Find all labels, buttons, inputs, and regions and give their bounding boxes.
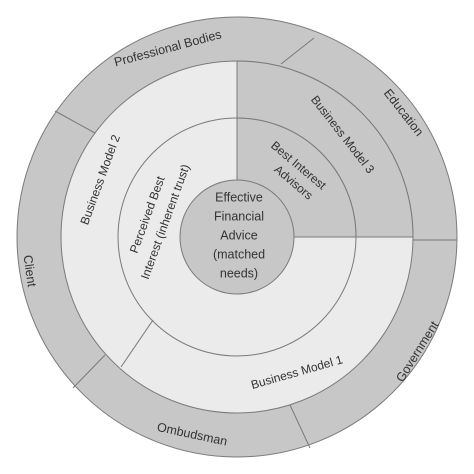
divider-ombudsman-client [72,354,106,389]
label-client: Client [21,254,39,288]
center-circle [179,179,295,295]
divider-client-professional [54,110,96,134]
center-label-line5: needs) [220,266,258,280]
divider-bm2-bm1 [120,319,154,368]
center-label-line3: Advice [220,228,258,242]
center-label-line2: Financial [214,209,264,223]
divider-government-ombudsman [289,404,311,449]
center-label-line4: (matched [213,247,265,261]
divider-professional-education [280,37,315,65]
center-label-line1: Effective [215,190,263,204]
